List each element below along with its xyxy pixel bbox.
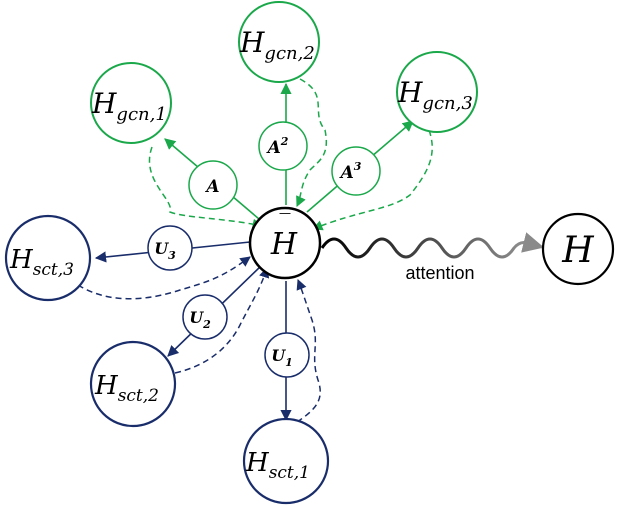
operator-u1: U1 [264, 332, 310, 378]
svg-text:Hgcn,3: Hgcn,3 [397, 76, 473, 114]
operator-a1: A [188, 160, 238, 210]
node-hgcn3: Hgcn,3 [396, 51, 478, 133]
node-hsct3: Hsct,3 [4, 214, 92, 302]
node-hgcn3-sub: gcn,3 [422, 93, 472, 114]
dashed-return-hgcn3 [312, 120, 433, 231]
node-hgcn2-sub: gcn,2 [264, 43, 314, 64]
node-hgcn1-sub: gcn,1 [116, 104, 166, 125]
operator-a2-base: A [266, 138, 281, 158]
svg-text:U1: U1 [271, 346, 293, 369]
operator-a2: A2 [258, 121, 308, 171]
dashed-return-hgcn1 [148, 146, 264, 230]
node-hsct1: Hsct,1 [242, 417, 330, 505]
svg-text:A: A [204, 177, 219, 197]
operator-u1-base: U [271, 346, 286, 365]
dashed-return-hsct2 [174, 266, 270, 374]
node-hsct1-base: H [245, 448, 270, 478]
operator-u2-base: U [189, 308, 204, 327]
operator-u3-base: U [154, 239, 169, 258]
svg-text:Hgcn,1: Hgcn,1 [91, 87, 167, 125]
svg-text:A2: A2 [266, 135, 289, 158]
dashed-return-hsct1 [296, 279, 321, 423]
svg-text:A3: A3 [339, 160, 362, 183]
operator-a2-sup: 2 [280, 135, 289, 148]
svg-text:Hsct,3: Hsct,3 [9, 245, 74, 280]
svg-text:U3: U3 [154, 239, 176, 262]
node-hsct2-sub: sct,2 [118, 386, 159, 406]
node-hgcn3-base: H [397, 76, 423, 109]
node-hgcn2: Hgcn,2 [238, 1, 320, 83]
node-hgcn2-base: H [239, 26, 265, 59]
node-hgcn1-base: H [91, 87, 117, 120]
node-hsct1-sub: sct,1 [269, 463, 310, 483]
node-hsct3-sub: sct,3 [33, 260, 74, 280]
node-hgcn1: Hgcn,1 [90, 62, 172, 144]
svg-text:Hsct,1: Hsct,1 [245, 448, 310, 483]
svg-text:Hgcn,2: Hgcn,2 [239, 26, 315, 64]
dashed-return-hgcn2 [296, 78, 327, 207]
output-label: H [561, 230, 594, 271]
operator-a3: A3 [331, 146, 381, 196]
dashed-return-hsct3 [77, 256, 251, 300]
operator-u3-sub: 3 [168, 249, 176, 262]
center-label: H [270, 227, 298, 262]
operator-u3: U3 [147, 225, 193, 271]
attention-wave [320, 232, 545, 259]
node-hsct2: Hsct,2 [89, 340, 177, 428]
operator-u2: U2 [182, 294, 228, 340]
node-output-h: H [541, 212, 615, 286]
operator-u1-sub: 1 [285, 356, 293, 369]
center-bar: ‾ [280, 211, 291, 236]
svg-text:U2: U2 [189, 308, 211, 331]
operator-a3-base: A [339, 163, 354, 183]
node-hsct3-base: H [9, 245, 34, 275]
svg-text:Hsct,2: Hsct,2 [94, 371, 159, 406]
node-hsct2-base: H [94, 371, 119, 401]
operator-a3-sup: 3 [354, 160, 362, 173]
node-center-hbar: ‾ H [248, 206, 322, 280]
attention-label: attention [405, 263, 474, 283]
operator-u2-sub: 2 [202, 318, 211, 331]
operator-a1-base: A [204, 177, 219, 197]
